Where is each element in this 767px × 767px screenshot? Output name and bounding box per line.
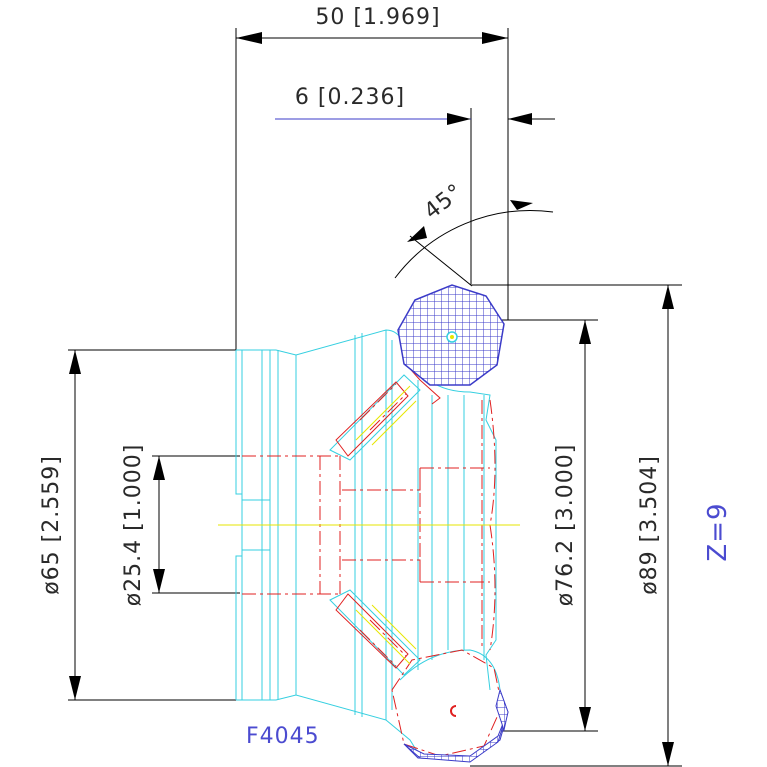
dimension-overall-width: 50 [1.969] <box>235 5 509 350</box>
cutter-body-outline <box>235 329 501 761</box>
overall-width-label: 50 [1.969] <box>315 5 440 30</box>
dimension-outer-diameter: ø89 [3.504] <box>470 284 682 767</box>
bore-diameter-label: ø25.4 [1.000] <box>121 444 146 607</box>
dimension-hub-diameter: ø65 [2.559] <box>39 349 236 701</box>
dimension-bore-diameter: ø25.4 [1.000] <box>121 444 240 607</box>
part-number-label: F4045 <box>246 724 320 749</box>
dimension-insert-diameter: ø76.2 [3.000] <box>500 319 598 732</box>
dimension-corner-width: 6 [0.236] <box>275 85 555 285</box>
bottom-insert <box>403 688 509 763</box>
corner-width-label: 6 [0.236] <box>295 85 405 110</box>
outer-diameter-label: ø89 [3.504] <box>637 455 662 595</box>
hub-diameter-label: ø65 [2.559] <box>39 455 64 595</box>
hidden-lines <box>242 361 503 757</box>
top-insert <box>397 284 505 386</box>
dimension-angle: 45° <box>394 179 554 287</box>
insert-diameter-label: ø76.2 [3.000] <box>553 444 578 607</box>
teeth-count-label: Z=9 <box>703 502 733 561</box>
angle-label: 45° <box>420 179 468 225</box>
centre-lines <box>218 385 520 665</box>
